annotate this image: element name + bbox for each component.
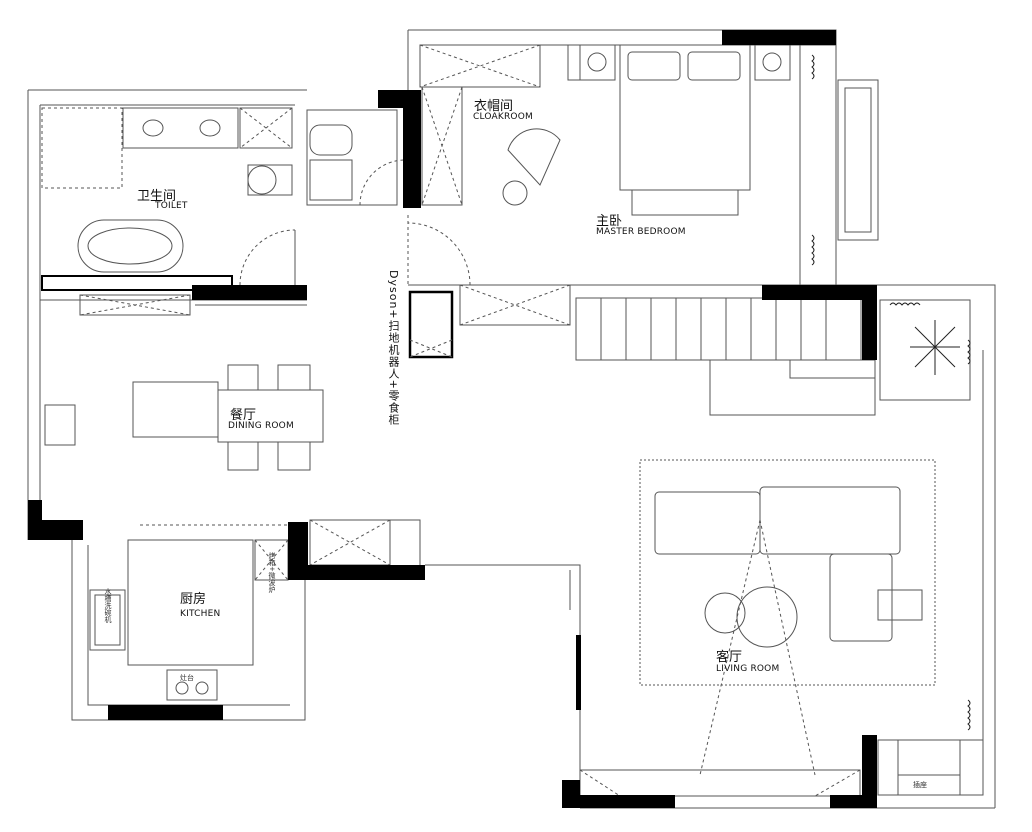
storage-cabinet-annotation: Dyson+扫地机器人+零食柜 [387, 270, 400, 426]
cloakroom-label-en: CLOAKROOM [473, 112, 533, 122]
master-bedroom-label-en: MASTER BEDROOM [596, 227, 686, 237]
living-label-cn: 客厅 [716, 650, 743, 665]
kitchen-label-cn: 厨房 [180, 592, 207, 607]
oven-microwave-annotation: 烤箱+微波炉 [268, 552, 276, 593]
stove-annotation: 灶台 [180, 674, 194, 682]
living-label-en: LIVING ROOM [716, 664, 780, 674]
toilet-label-cn: 卫生间 [137, 189, 177, 204]
socket-annotation: 插座 [913, 781, 927, 789]
dining-label-cn: 餐厅 [230, 408, 257, 423]
master-bedroom-label-cn: 主卧 [596, 214, 623, 229]
cloakroom-label-cn: 衣帽间 [474, 99, 514, 114]
kitchen-label-en: KITCHEN [180, 609, 221, 619]
dining-label-en: DINING ROOM [228, 421, 294, 431]
sink-dishwasher-annotation: 水槽洗碗机 [104, 588, 112, 623]
toilet-label-en: TOILET [155, 201, 188, 211]
